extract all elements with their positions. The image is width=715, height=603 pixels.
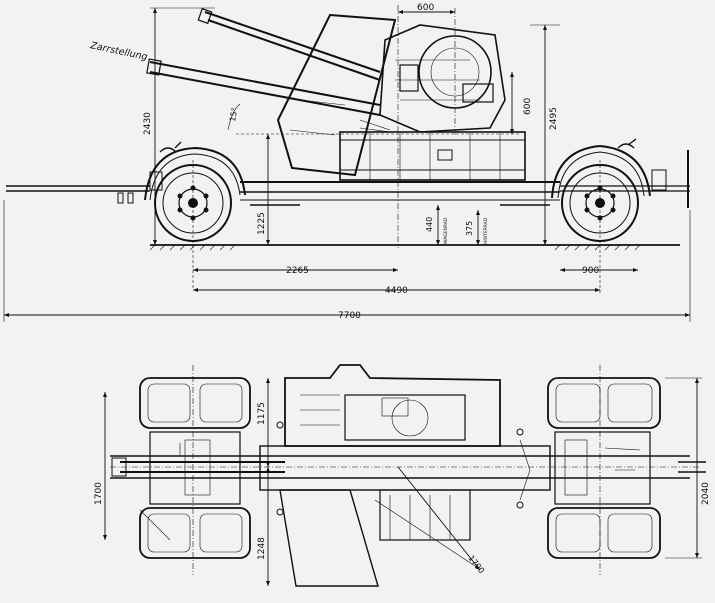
tow-bar: [6, 185, 150, 204]
dim-1700-diagonal: 1700: [397, 466, 486, 576]
dim-375: 375 HINTERRAD: [465, 210, 489, 245]
dim-900: 900: [560, 266, 638, 276]
dim-2040-label: 2040: [701, 482, 711, 505]
zarrstellung-label: Zarrstellung: [88, 40, 148, 63]
top-bolt-4: [516, 501, 524, 509]
top-rear-wheels: [547, 377, 661, 559]
dim-1700-label: 1700: [94, 482, 104, 505]
dim-2495: 2495: [530, 24, 560, 245]
dim-2040: 2040: [665, 377, 711, 559]
dim-1175: 1175: [257, 378, 270, 467]
angle-label: 15°: [228, 107, 239, 123]
dim-7700-label: 7700: [338, 311, 361, 321]
dim-1700-diagonal-label: 1700: [466, 554, 486, 576]
dim-440-label: 440: [425, 217, 434, 232]
platform-box: [339, 131, 526, 181]
dim-440-note: WAGENRAD: [443, 217, 449, 244]
dim-600-side: 600: [510, 72, 533, 134]
dim-1225: 1225: [257, 134, 270, 245]
dim-375-label: 375: [465, 221, 474, 236]
dim-2430-label: 2430: [143, 112, 153, 135]
rear-wheel: [551, 144, 651, 242]
top-gun-platform: [279, 364, 501, 587]
dim-1225-label: 1225: [257, 212, 267, 235]
dim-4490-label: 4490: [385, 286, 408, 296]
dim-1700: 1700: [94, 392, 107, 540]
dim-900-label: 900: [582, 266, 599, 276]
dim-1248: 1248: [257, 467, 270, 586]
ground-hatching: [149, 244, 641, 251]
gun-mount: [359, 24, 506, 133]
dim-440: 440 WAGENRAD: [425, 205, 449, 245]
dim-2495-label: 2495: [549, 107, 559, 130]
dim-4490: 4490: [193, 286, 600, 296]
top-detail-lines: [139, 439, 641, 541]
dim-1248-label: 1248: [257, 537, 267, 560]
dim-2430: 2430: [143, 7, 215, 245]
dim-600-top-label: 600: [417, 3, 434, 13]
dim-7700: 7700: [3, 200, 691, 322]
top-view: 1700 1175 1248 2040 1700: [94, 364, 711, 587]
dim-375-note: HINTERRAD: [483, 217, 489, 244]
dim-1175-label: 1175: [257, 402, 267, 425]
gun-shield: [276, 13, 397, 177]
top-bolt-1: [276, 421, 284, 429]
dim-2265: 2265: [193, 266, 398, 276]
chassis-frame: [149, 138, 690, 208]
top-bolt-3: [516, 428, 524, 436]
top-front-wheels: [139, 377, 251, 559]
top-chassis: [110, 445, 706, 491]
top-barrels: [120, 461, 285, 473]
dim-600-side-label: 600: [523, 98, 533, 115]
front-wheel: [144, 146, 246, 242]
top-bolt-2: [276, 508, 284, 516]
dim-2265-label: 2265: [286, 266, 309, 276]
dim-600-top: 600: [398, 3, 455, 14]
side-view: 600 600 2495 2430 1225: [3, 3, 691, 322]
angle-arc: [227, 103, 241, 131]
gun-barrels: [146, 7, 381, 116]
